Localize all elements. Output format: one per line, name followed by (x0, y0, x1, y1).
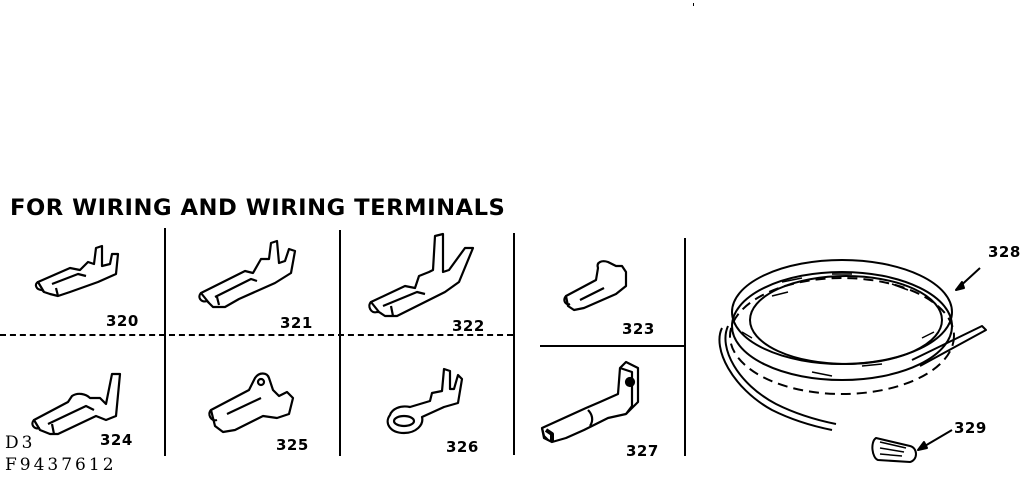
part-label-326: 326 (446, 438, 479, 456)
stray-mark (693, 3, 694, 6)
part-label-328: 328 (988, 243, 1021, 261)
terminal-322-drawing (368, 232, 475, 318)
terminal-326-drawing (386, 367, 464, 435)
grid-row-divider-left (0, 334, 513, 336)
terminal-327-drawing (540, 360, 640, 444)
part-label-324: 324 (100, 431, 133, 449)
terminal-323-drawing (563, 260, 628, 312)
section-title: FOR WIRING AND WIRING TERMINALS (10, 196, 506, 221)
part-label-323: 323 (622, 320, 655, 338)
wire-coil-drawing (718, 259, 987, 463)
grid-divider-1 (164, 228, 166, 456)
terminal-320-drawing (34, 244, 120, 298)
terminal-325-drawing (208, 372, 295, 434)
part-label-327: 327 (626, 442, 659, 460)
grid-divider-3 (513, 233, 515, 455)
terminal-324-drawing (31, 372, 122, 436)
terminal-321-drawing (198, 239, 297, 309)
grid-divider-2 (339, 230, 341, 456)
part-label-325: 325 (276, 436, 309, 454)
doc-code-line2: F9437612 (5, 455, 117, 475)
doc-code-line1: D3 (5, 433, 36, 453)
part-label-322: 322 (452, 317, 485, 335)
grid-row-divider-right (540, 345, 685, 347)
part-label-321: 321 (280, 314, 313, 332)
part-label-320: 320 (106, 312, 139, 330)
grid-divider-4 (684, 238, 686, 456)
part-label-329: 329 (954, 419, 987, 437)
